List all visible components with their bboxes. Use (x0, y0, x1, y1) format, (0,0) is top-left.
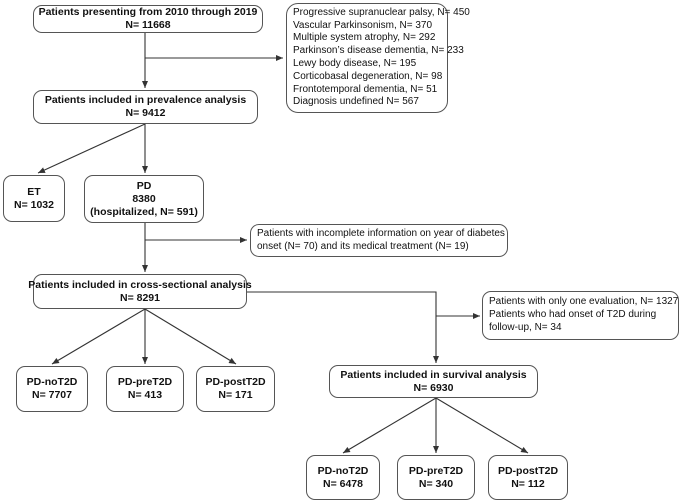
arrow-cross-to-survival (247, 291, 439, 363)
cs-pret2d-count: N= 413 (127, 389, 163, 401)
excl-survival-line: follow-up, N= 34 (489, 321, 562, 333)
sv-pret2d-title: PD-preT2D (408, 464, 464, 477)
excl-survival-line: Patients who had onset of T2D during (489, 309, 657, 321)
excl-survival-line: Patients with only one evaluation, N= 13… (489, 296, 679, 308)
prevalence-title: Patients included in prevalence analysis (44, 94, 247, 106)
incomplete-line: onset (N= 70) and its medical treatment … (257, 240, 469, 252)
pd-title: PD (136, 179, 152, 192)
cs-not2d-count: N= 7707 (32, 389, 72, 401)
box-excluded-survival: Patients with only one evaluation, N= 13… (482, 291, 679, 340)
arrow-cross-to-post (144, 308, 237, 365)
start-count: N= 11668 (125, 19, 171, 31)
arrow-cross-to-notd (51, 308, 146, 365)
start-title: Patients presenting from 2010 through 20… (38, 6, 258, 18)
arrow-prevalence-to-et (37, 123, 146, 174)
cross-count: N= 8291 (120, 291, 160, 304)
box-survival-analysis: Patients included in survival analysis N… (329, 365, 538, 398)
et-title: ET (27, 185, 41, 198)
box-cs-pd-pret2d: PD-preT2D N= 413 (106, 366, 184, 412)
box-prevalence-analysis: Patients included in prevalence analysis… (33, 90, 258, 124)
excluded-item: Lewy body disease, N= 195 (293, 58, 417, 69)
sv-not2d-count: N= 6478 (323, 477, 363, 490)
survival-count: N= 6930 (413, 381, 454, 394)
box-incomplete-info: Patients with incomplete information on … (250, 224, 508, 257)
pd-hospitalized: (hospitalized, N= 591) (90, 205, 198, 218)
box-cross-sectional: Patients included in cross-sectional ana… (28, 274, 252, 309)
box-sv-pd-pret2d: PD-preT2D N= 340 (397, 455, 475, 500)
excluded-item: Frontotemporal dementia, N= 51 (293, 83, 438, 95)
sv-pret2d-count: N= 340 (418, 477, 454, 490)
sv-postt2d-count: N= 112 (511, 477, 545, 490)
box-cs-pd-not2d: PD-noT2D N= 7707 (16, 366, 88, 412)
cs-postt2d-title: PD-postT2D (205, 376, 266, 388)
box-pd: PD 8380 (hospitalized, N= 591) (84, 175, 204, 223)
excluded-item: Progressive supranuclear palsy, N= 450 (293, 6, 470, 18)
incomplete-line: Patients with incomplete information on … (257, 227, 505, 239)
excluded-item: Corticobasal degeneration, N= 98 (293, 70, 443, 82)
excluded-item: Parkinson’s disease dementia, N= 233 (293, 45, 464, 57)
box-excluded-diagnoses: Progressive supranuclear palsy, N= 450 V… (286, 3, 470, 113)
excluded-item: Vascular Parkinsonism, N= 370 (293, 19, 433, 31)
sv-not2d-title: PD-noT2D (317, 464, 369, 477)
pd-count: 8380 (132, 192, 156, 205)
box-cs-pd-postt2d: PD-postT2D N= 171 (196, 366, 275, 412)
excluded-item: Multiple system atrophy, N= 292 (293, 32, 436, 44)
survival-title: Patients included in survival analysis (340, 368, 527, 381)
box-sv-pd-not2d: PD-noT2D N= 6478 (306, 455, 380, 500)
box-sv-pd-postt2d: PD-postT2D N= 112 (488, 455, 568, 500)
box-patients-presenting: Patients presenting from 2010 through 20… (33, 5, 263, 33)
cs-not2d-title: PD-noT2D (26, 376, 78, 388)
sv-postt2d-title: PD-postT2D (497, 464, 559, 477)
excluded-item: Diagnosis undefined N= 567 (293, 96, 419, 108)
prevalence-count: N= 9412 (125, 107, 166, 119)
box-et: ET N= 1032 (3, 175, 65, 222)
arrow-survival-to-notd (342, 397, 437, 454)
cross-title: Patients included in cross-sectional ana… (28, 278, 252, 291)
et-count: N= 1032 (14, 198, 54, 211)
cs-pret2d-title: PD-preT2D (117, 376, 173, 388)
cs-postt2d-count: N= 171 (218, 389, 253, 401)
arrow-survival-to-post (435, 397, 529, 454)
